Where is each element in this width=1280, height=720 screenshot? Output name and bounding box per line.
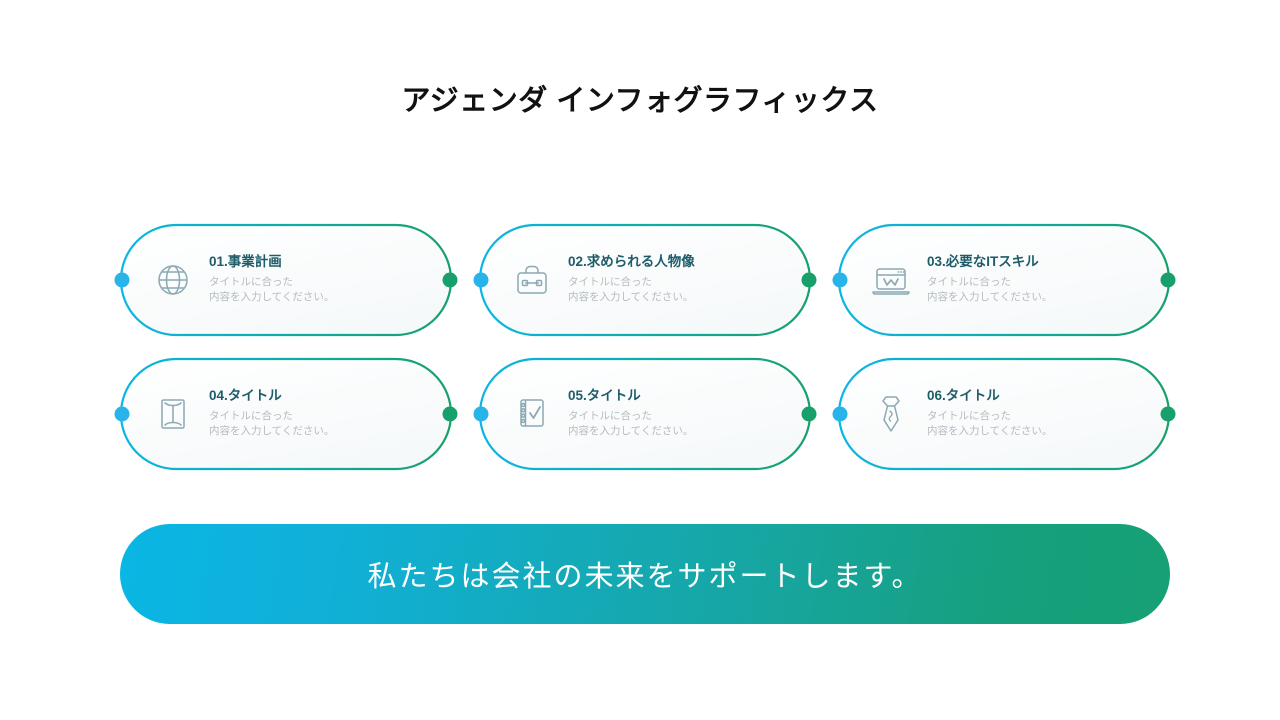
agenda-card-4[interactable]: 04.タイトル タイトルに合った 内容を入力してください。: [114, 357, 458, 471]
card-frame-1: [114, 223, 458, 337]
card-desc-line2-1: 内容を入力してください。: [209, 291, 335, 304]
card-text-4: 04.タイトル タイトルに合った 内容を入力してください。: [209, 388, 452, 439]
card-desc-line1-3: タイトルに合った: [927, 276, 1011, 289]
briefcase-icon: [509, 257, 555, 303]
card-desc-line2-2: 内容を入力してください。: [568, 291, 694, 304]
node-dot-left-4: [114, 406, 130, 422]
card-desc-line1-4: タイトルに合った: [209, 410, 293, 423]
page-title: アジェンダ インフォグラフィックス: [401, 85, 879, 117]
node-dot-right-6: [1160, 406, 1176, 422]
checklist-notebook-icon: [509, 391, 555, 437]
card-text-2: 02.求められる人物像 タイトルに合った 内容を入力してください。: [568, 254, 811, 305]
node-dot-left-3: [832, 272, 848, 288]
card-text-5: 05.タイトル タイトルに合った 内容を入力してください。: [568, 388, 811, 439]
envelope-icon: [150, 391, 196, 437]
card-title-5: 05.タイトル: [568, 388, 641, 404]
card-desc-line1-5: タイトルに合った: [568, 410, 652, 423]
footer-banner-text: 私たちは会社の未来をサポートします。: [367, 561, 923, 593]
card-frame-6: [832, 357, 1176, 471]
card-desc-line1-6: タイトルに合った: [927, 410, 1011, 423]
node-dot-right-4: [442, 406, 458, 422]
laptop-chart-icon: [868, 257, 914, 303]
card-desc-line2-3: 内容を入力してください。: [927, 291, 1053, 304]
card-text-3: 03.必要なITスキル タイトルに合った 内容を入力してください。: [927, 254, 1170, 305]
node-dot-right-3: [1160, 272, 1176, 288]
card-desc-line1-2: タイトルに合った: [568, 276, 652, 289]
node-dot-left-5: [473, 406, 489, 422]
node-dot-right-5: [801, 406, 817, 422]
card-frame-5: [473, 357, 817, 471]
agenda-card-5[interactable]: 05.タイトル タイトルに合った 内容を入力してください。: [473, 357, 817, 471]
card-desc-line2-6: 内容を入力してください。: [927, 425, 1053, 438]
card-title-1: 01.事業計画: [209, 254, 282, 270]
footer-banner[interactable]: 私たちは会社の未来をサポートします。: [120, 524, 1170, 624]
agenda-card-3[interactable]: 03.必要なITスキル タイトルに合った 内容を入力してください。: [832, 223, 1176, 337]
node-dot-right-2: [801, 272, 817, 288]
agenda-card-2[interactable]: 02.求められる人物像 タイトルに合った 内容を入力してください。: [473, 223, 817, 337]
node-dot-left-1: [114, 272, 130, 288]
card-frame-3: [832, 223, 1176, 337]
card-desc-line2-5: 内容を入力してください。: [568, 425, 694, 438]
card-title-2: 02.求められる人物像: [568, 254, 695, 270]
card-title-6: 06.タイトル: [927, 388, 1000, 404]
card-frame-2: [473, 223, 817, 337]
card-text-1: 01.事業計画 タイトルに合った 内容を入力してください。: [209, 254, 452, 305]
agenda-card-grid: 01.事業計画 タイトルに合った 内容を入力してください。: [114, 223, 1176, 471]
card-frame-4: [114, 357, 458, 471]
node-dot-right-1: [442, 272, 458, 288]
necktie-icon: [868, 391, 914, 437]
card-desc-line1-1: タイトルに合った: [209, 276, 293, 289]
card-text-6: 06.タイトル タイトルに合った 内容を入力してください。: [927, 388, 1170, 439]
agenda-card-1[interactable]: 01.事業計画 タイトルに合った 内容を入力してください。: [114, 223, 458, 337]
globe-icon: [150, 257, 196, 303]
node-dot-left-6: [832, 406, 848, 422]
card-desc-line2-4: 内容を入力してください。: [209, 425, 335, 438]
card-title-4: 04.タイトル: [209, 388, 282, 404]
card-title-3: 03.必要なITスキル: [927, 254, 1039, 270]
agenda-card-6[interactable]: 06.タイトル タイトルに合った 内容を入力してください。: [832, 357, 1176, 471]
node-dot-left-2: [473, 272, 489, 288]
